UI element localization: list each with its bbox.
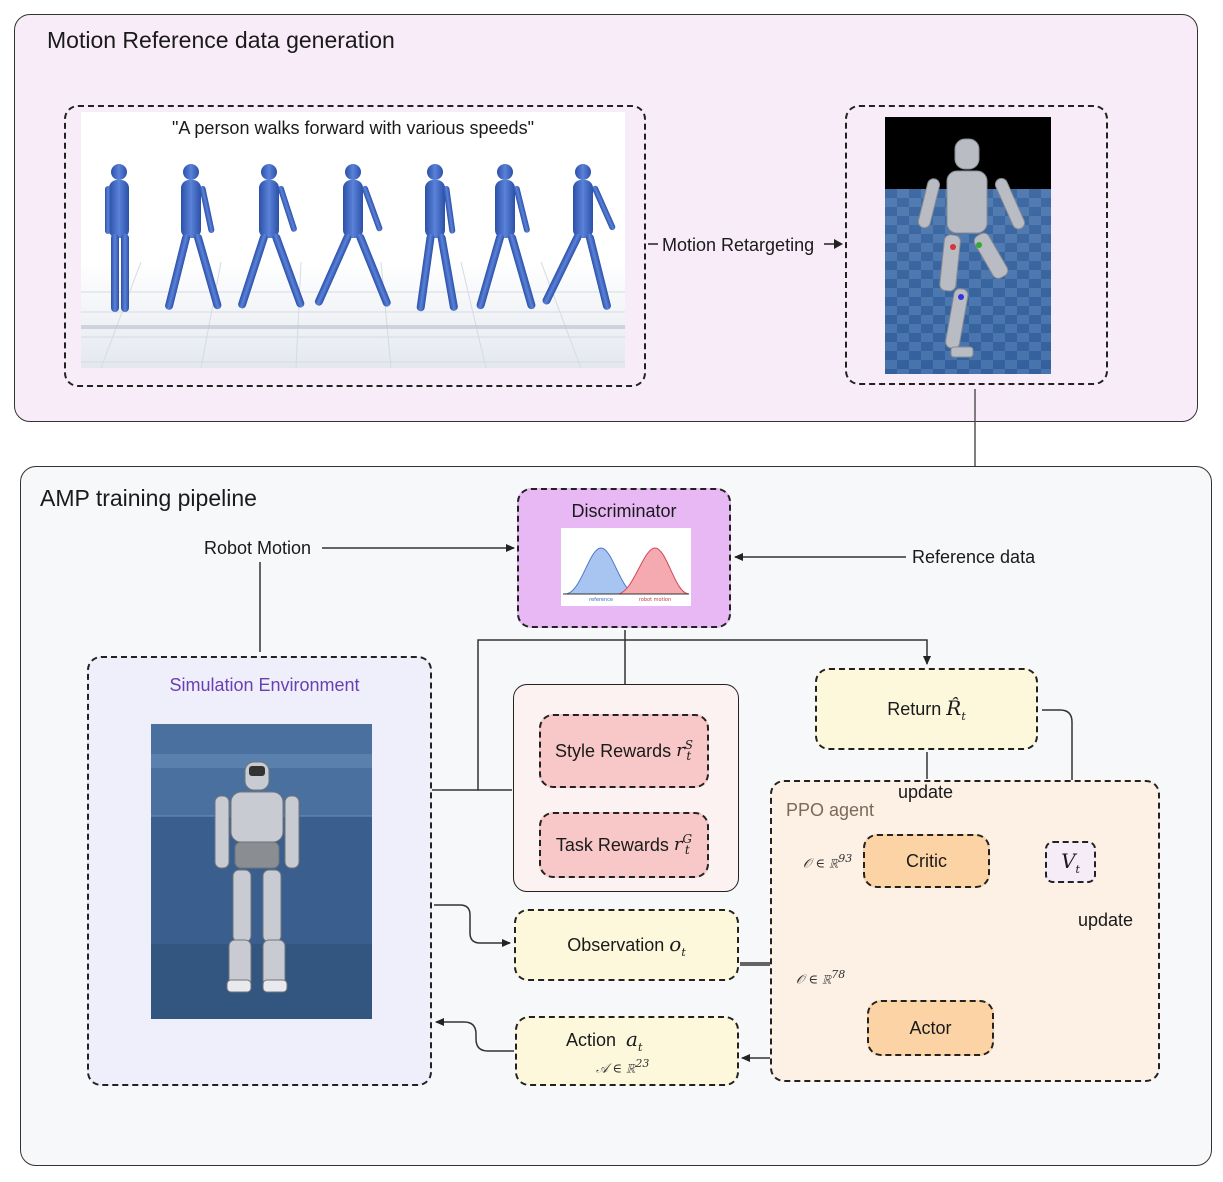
style-rewards-label: Style Rewards: [555, 740, 672, 761]
humanoid-robot-illustration: [151, 724, 372, 1019]
value-symbol: Vt: [1061, 849, 1080, 876]
return-box: Return R̂t: [815, 668, 1038, 750]
reference-data-label: Reference data: [910, 547, 1038, 568]
observation-box: Observation ot: [514, 909, 739, 981]
observation-label: Observation: [567, 934, 665, 955]
observation-symbol: ot: [669, 932, 685, 959]
action-space-text: 𝒜 ∈ ℝ: [596, 1061, 636, 1077]
task-reward-sub: t: [684, 843, 690, 857]
return-symbol: R̂t: [946, 696, 965, 723]
robot-on-grid-illustration: [885, 117, 1051, 374]
retargeted-robot-box: [845, 105, 1108, 385]
simulation-robot-image: [151, 724, 372, 1019]
action-space-dim: 23: [635, 1057, 650, 1070]
action-a: a: [626, 1027, 638, 1051]
return-r-hat: R̂: [946, 695, 962, 720]
text-to-motion-box: [64, 105, 646, 387]
discriminator-title: Discriminator: [571, 500, 677, 521]
action-box: [515, 1016, 739, 1086]
critic-box: Critic: [863, 834, 990, 888]
style-reward-sub: t: [686, 749, 692, 763]
motion-reference-title: Motion Reference data generation: [47, 27, 395, 53]
simulation-environment-title: Simulation Environment: [169, 674, 360, 695]
critic-observation-space: 𝒪 ∈ ℝ93: [803, 852, 852, 871]
update-actor-label: update: [1076, 910, 1136, 931]
distribution-curves: reference robot motion: [563, 547, 690, 603]
style-reward-sup: S: [684, 738, 693, 752]
motion-retargeting-label: Motion Retargeting: [662, 235, 815, 255]
walking-figures-illustration: [81, 164, 625, 369]
actor-obs-dim: 78: [831, 968, 846, 981]
actor-label: Actor: [909, 1017, 952, 1038]
retargeted-robot-image: [885, 117, 1051, 374]
action-label: Action: [566, 1030, 617, 1050]
value-box: Vt: [1045, 841, 1096, 883]
critic-obs-text: 𝒪 ∈ ℝ: [803, 856, 839, 872]
retargeting-arrow: [648, 239, 843, 249]
update-critic-label: update: [896, 782, 956, 803]
critic-label: Critic: [906, 850, 947, 871]
robot-motion-curve-label: robot motion: [639, 597, 671, 603]
robot-motion-label: Robot Motion: [202, 538, 314, 559]
actor-obs-text: 𝒪 ∈ ℝ: [796, 972, 832, 988]
value-v: V: [1061, 848, 1076, 873]
task-reward-r: r: [673, 834, 683, 855]
style-reward-r: r: [676, 740, 685, 761]
observation-o: o: [669, 931, 682, 956]
task-rewards-label: Task Rewards: [555, 834, 669, 855]
return-label: Return: [887, 698, 942, 719]
motion-prompt-caption: "A person walks forward with various spe…: [172, 117, 534, 138]
amp-training-title: AMP training pipeline: [40, 485, 257, 511]
return-sub: t: [961, 709, 966, 723]
ppo-agent-title: PPO agent: [786, 800, 875, 820]
actor-box: Actor: [867, 1000, 994, 1056]
value-sub: t: [1075, 862, 1080, 876]
observation-sub: t: [681, 945, 686, 959]
action-title: Action at: [566, 1027, 642, 1054]
action-space: 𝒜 ∈ ℝ23: [596, 1057, 649, 1076]
action-symbol: at: [626, 1027, 643, 1054]
task-reward-sup: G: [682, 832, 693, 846]
walking-sequence-image: [81, 112, 625, 369]
critic-obs-dim: 93: [838, 852, 853, 865]
actor-observation-space: 𝒪 ∈ ℝ78: [796, 968, 845, 987]
distribution-plot: reference robot motion: [561, 528, 691, 606]
reference-curve-label: reference: [589, 597, 613, 603]
action-sub: t: [637, 1041, 643, 1054]
